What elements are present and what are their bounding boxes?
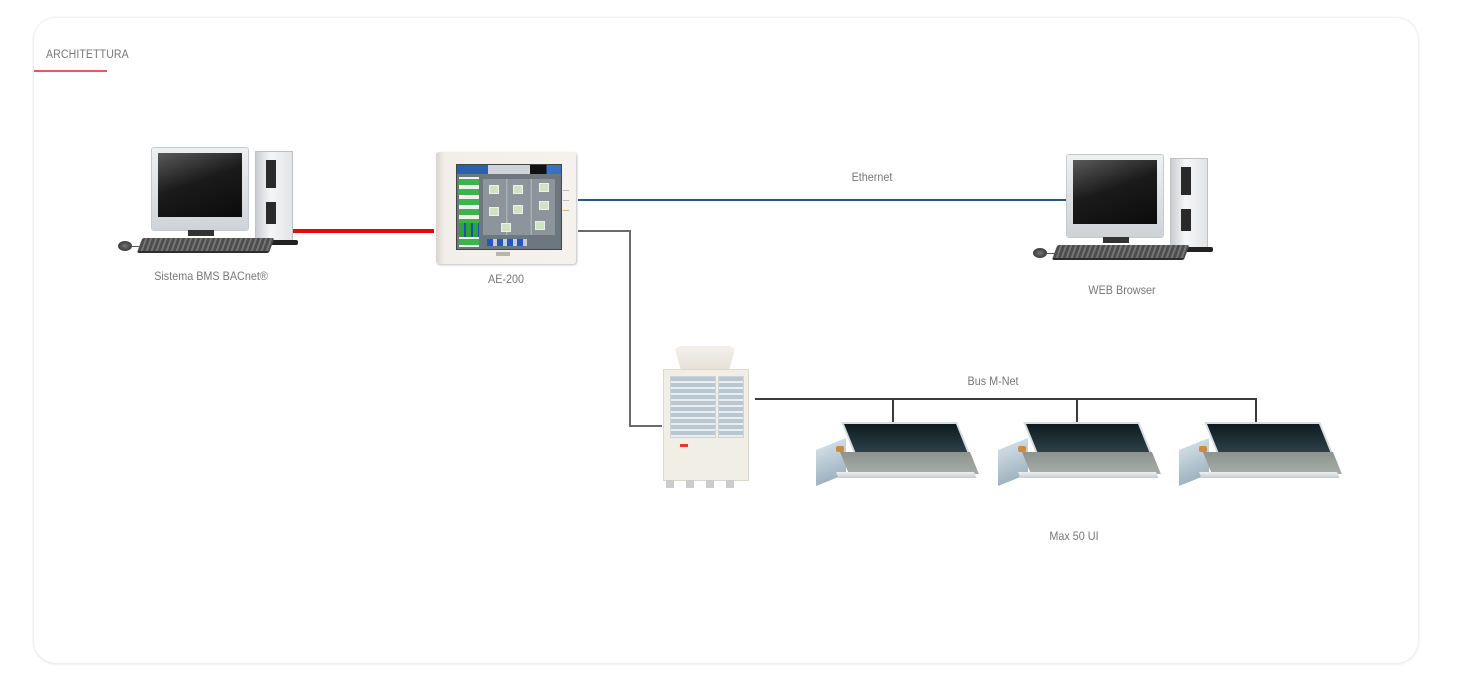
ae200-controller-icon <box>436 152 576 264</box>
indoor-unit-2-icon <box>998 424 1161 490</box>
mnet-drop-1 <box>892 398 894 428</box>
ae200-to-outdoor-line-bottom <box>629 425 662 427</box>
web-browser-computer-icon <box>1033 155 1223 275</box>
ae200-to-outdoor-line <box>578 230 631 232</box>
mnet-bus-label: Bus M-Net <box>967 374 1019 388</box>
web-browser-label: WEB Browser <box>1088 283 1156 297</box>
outdoor-unit-icon <box>662 346 748 492</box>
mnet-drop-2 <box>1076 398 1078 428</box>
max-units-label: Max 50 UI <box>1049 529 1099 543</box>
bacnet-link-line <box>292 229 434 233</box>
section-title-underline <box>34 70 107 72</box>
bms-label: Sistema BMS BACnet® <box>154 269 268 283</box>
mnet-drop-3 <box>1255 398 1257 428</box>
ethernet-link-line <box>578 199 1068 201</box>
ethernet-label: Ethernet <box>851 170 893 184</box>
ae200-to-outdoor-line-vertical <box>629 230 631 427</box>
ae200-label: AE-200 <box>487 272 525 286</box>
mnet-bus-line <box>755 398 1257 400</box>
architecture-card <box>34 18 1418 663</box>
bms-computer-icon <box>118 148 308 268</box>
section-title: ARCHITETTURA <box>46 49 129 61</box>
indoor-unit-3-icon <box>1179 424 1342 490</box>
indoor-unit-1-icon <box>816 424 979 490</box>
